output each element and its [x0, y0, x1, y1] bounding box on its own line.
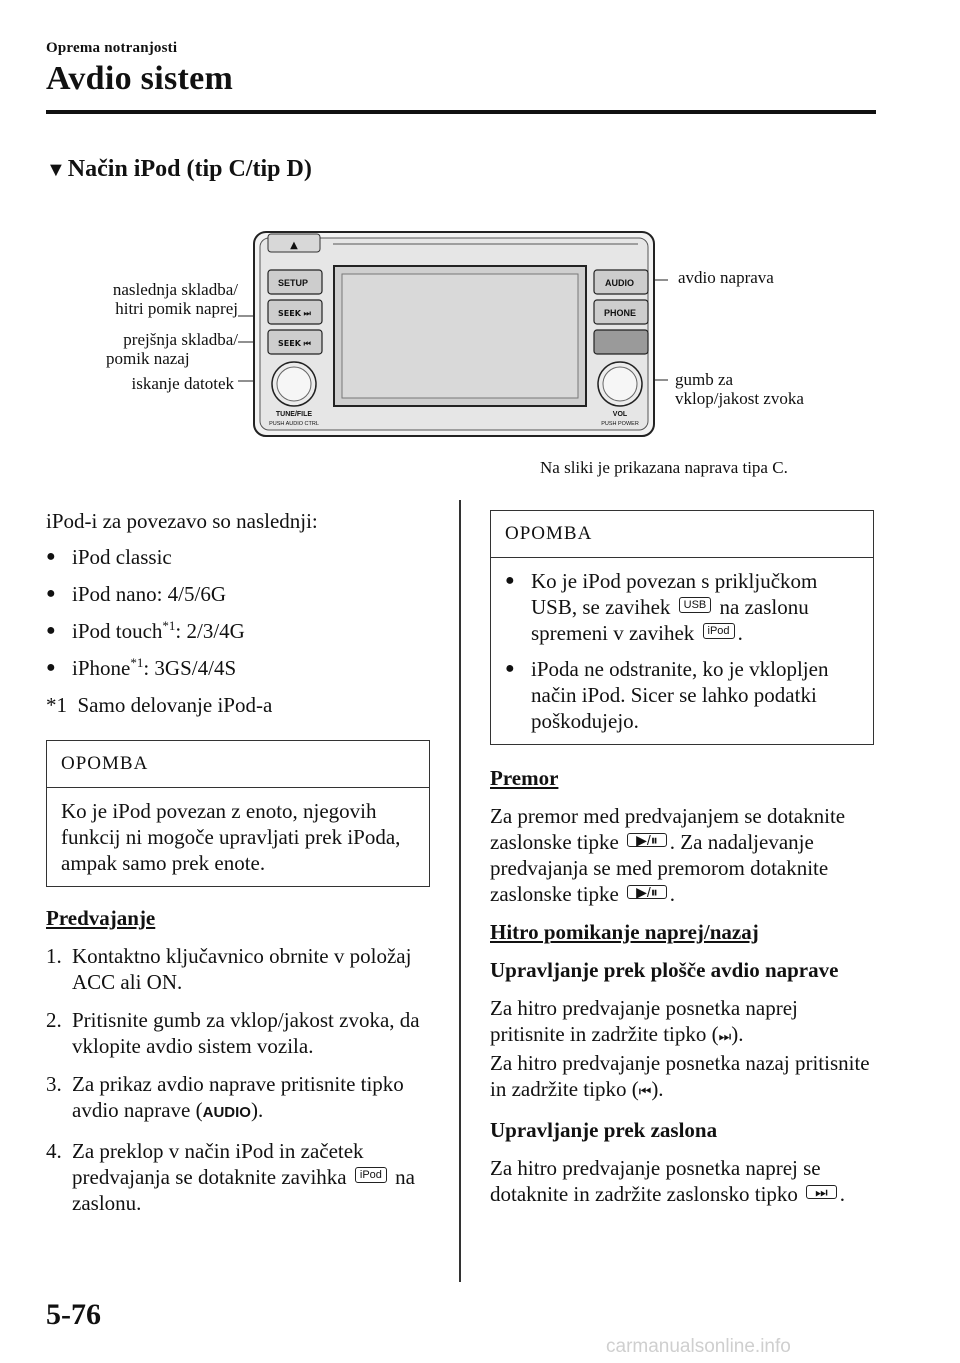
callout-next-track: naslednja skladba/ hitri pomik naprej — [112, 280, 238, 318]
audio-button: AUDIO — [593, 269, 649, 295]
svg-text:PUSH AUDIO CTRL: PUSH AUDIO CTRL — [269, 421, 319, 427]
playback-heading: Predvajanje — [46, 906, 156, 930]
svg-text:SEEK ⏭: SEEK ⏭ — [278, 309, 312, 318]
note-bullet: ●Ko je iPod povezan s priključkom USB, s… — [505, 569, 818, 645]
screen-control-heading: Upravljanje prek zaslona — [490, 1118, 718, 1142]
triangle-marker-icon: ▼ — [46, 159, 66, 181]
svg-text:AUDIO: AUDIO — [605, 278, 634, 288]
skip-forward-icon: ⏭ — [806, 1185, 837, 1200]
models-intro: iPod-i za povezavo so naslednji: — [46, 509, 318, 533]
list-item: ●iPod nano: 4/5/6G — [46, 582, 227, 606]
fast-forward-heading: Hitro pomikanje naprej/nazaj — [490, 920, 759, 944]
svg-text:VOL: VOL — [613, 411, 628, 418]
note-heading-right: OPOMBA — [491, 511, 873, 558]
left-column: iPod-i za povezavo so naslednji: ●iPod c… — [46, 508, 436, 1216]
svg-text:SETUP: SETUP — [278, 278, 308, 288]
callout-prev-track: prejšnja skladba/ pomik nazaj — [106, 330, 238, 368]
callout-audio-unit: avdio naprava — [678, 268, 774, 287]
section-label: Oprema notranjosti — [46, 40, 178, 56]
column-divider — [459, 500, 461, 1282]
pause-text: Za premor med predvajanjem se dotaknite … — [490, 804, 846, 906]
audio-button-icon: AUDIO — [202, 1104, 251, 1121]
page-number: 5-76 — [46, 1298, 101, 1331]
footnote: *1 Samo delovanje iPod-a — [46, 693, 273, 717]
volume-power-knob: VOL PUSH POWER — [597, 361, 643, 427]
list-item: ●iPod classic — [46, 545, 172, 569]
note-text: Ko je iPod povezan z enoto, njegovih fun… — [61, 799, 401, 875]
phone-button: PHONE — [593, 299, 649, 325]
panel-back-text: Za hitro predvajanje posnetka nazaj prit… — [490, 1050, 876, 1105]
seek-back-icon: ⏮ — [638, 1084, 652, 1100]
panel-forward-text: Za hitro predvajanje posnetka naprej pri… — [490, 995, 876, 1050]
svg-text:PUSH POWER: PUSH POWER — [601, 421, 639, 427]
ipod-tab-icon: iPod — [702, 623, 735, 640]
note-heading: OPOMBA — [47, 741, 429, 788]
list-item: ●iPhone*1: 3GS/4/4S — [46, 655, 237, 680]
tune-file-knob: TUNE/FILE PUSH AUDIO CTRL — [269, 361, 319, 427]
setup-button: SETUP — [267, 269, 323, 295]
pause-heading: Premor — [490, 766, 559, 790]
diagram-caption: Na sliki je prikazana naprava tipa C. — [540, 458, 788, 477]
right-column: OPOMBA ●Ko je iPod povezan s priključkom… — [490, 510, 876, 1207]
play-pause-icon: ▶/⏸ — [627, 885, 667, 900]
panel-control-heading: Upravljanje prek plošče avdio naprave — [490, 958, 839, 982]
svg-text:TUNE/FILE: TUNE/FILE — [276, 411, 312, 418]
subsection-title: ▼Način iPod (tip C/tip D) — [46, 156, 312, 183]
note-bullet: ●iPoda ne odstranite, ko je vklopljen na… — [505, 657, 829, 733]
eject-icon: ▲ — [290, 240, 298, 251]
watermark: carmanualsonline.info — [606, 1336, 791, 1357]
callout-power-volume: gumb za vklop/jakost zvoka — [675, 370, 804, 408]
seek-back-button: SEEK ⏮ — [267, 329, 323, 355]
note-body-right: ●Ko je iPod povezan s priključkom USB, s… — [491, 558, 873, 744]
note-box-right: OPOMBA ●Ko je iPod povezan s priključkom… — [490, 510, 874, 745]
svg-text:SEEK ⏮: SEEK ⏮ — [278, 339, 311, 348]
screen-forward-text: Za hitro predvajanje posnetka naprej se … — [490, 1156, 846, 1206]
model-list: ●iPod classic ●iPod nano: 4/5/6G ●iPod t… — [46, 544, 436, 681]
usb-tab-icon: USB — [678, 597, 712, 614]
header-rule — [46, 110, 876, 114]
seek-forward-icon: ⏭ — [718, 1029, 732, 1045]
svg-text:PHONE: PHONE — [604, 308, 636, 318]
subsection-title-text: Način iPod (tip C/tip D) — [67, 156, 312, 182]
step: 1.Kontaktno ključavnico obrnite v položa… — [46, 944, 412, 994]
step: 2.Pritisnite gumb za vklop/jakost zvoka,… — [46, 1008, 420, 1058]
ipod-tab-icon: iPod — [354, 1167, 387, 1184]
step: 3.Za prikaz avdio naprave pritisnite tip… — [46, 1072, 404, 1122]
step: 4.Za preklop v način iPod in začetek pre… — [46, 1139, 415, 1215]
list-item: ●iPod touch*1: 2/3/4G — [46, 618, 245, 643]
seek-forward-button: SEEK ⏭ — [267, 299, 323, 325]
callout-file-search: iskanje datotek — [131, 374, 234, 393]
audio-unit-diagram: ▲ SETUP SEEK ⏭ SEEK ⏮ AUDIO PHONE TUNE/F… — [238, 231, 668, 437]
play-pause-icon: ▶/⏸ — [627, 833, 667, 848]
page-title: Avdio sistem — [46, 60, 234, 97]
note-box: OPOMBA Ko je iPod povezan z enoto, njego… — [46, 740, 430, 887]
